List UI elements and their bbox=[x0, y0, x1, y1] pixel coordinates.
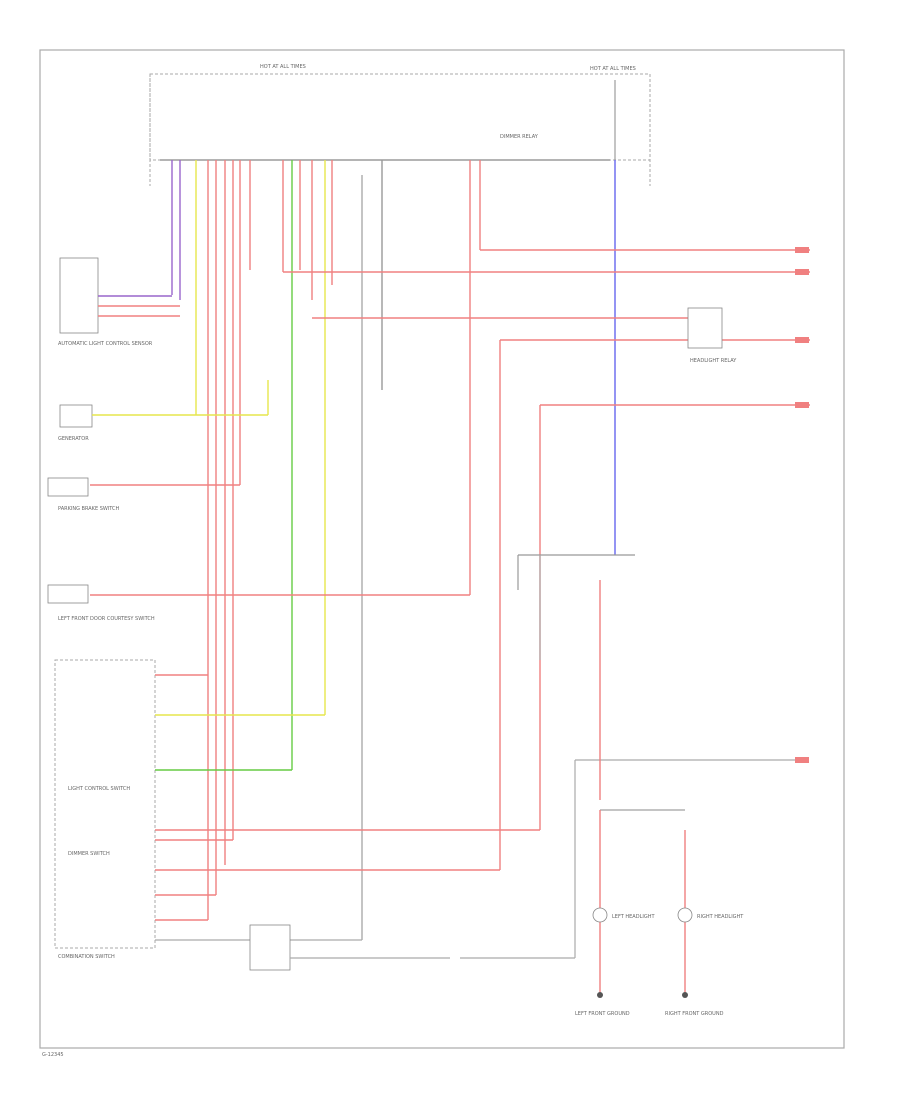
generator: GENERATOR bbox=[58, 380, 269, 442]
diagram-code: G-12345 bbox=[42, 1052, 64, 1058]
parking-brake-switch: PARKING BRAKE SWITCH bbox=[47, 477, 120, 512]
headlights: LEFT HEADLIGHT RIGHT HEADLIGHT LEFT FRON… bbox=[575, 809, 744, 1017]
combination-switch: LIGHT CONTROL SWITCH DIMMER SWITCH COMBI… bbox=[54, 659, 540, 960]
light-control-label: LIGHT CONTROL SWITCH bbox=[68, 786, 130, 792]
left-ground-label: LEFT FRONT GROUND bbox=[575, 1011, 630, 1017]
dimmer-relay-box: HOT AT ALL TIMES DIMMER RELAY HOT AT ALL… bbox=[149, 64, 651, 186]
sensor-module: AUTOMATIC LIGHT CONTROL SENSOR bbox=[58, 257, 180, 347]
generator-label: GENERATOR bbox=[58, 436, 89, 442]
headlight-relay: HEADLIGHT RELAY bbox=[687, 307, 737, 364]
lower-junction bbox=[249, 759, 795, 971]
left-ground-icon bbox=[597, 992, 603, 998]
door-switch-label: LEFT FRONT DOOR COURTESY SWITCH bbox=[58, 616, 155, 622]
parking-brake-label: PARKING BRAKE SWITCH bbox=[58, 506, 120, 512]
diagram-frame bbox=[39, 49, 845, 1049]
harness-wires bbox=[171, 160, 616, 940]
sensor-label: AUTOMATIC LIGHT CONTROL SENSOR bbox=[58, 341, 153, 347]
right-ground-label: RIGHT FRONT GROUND bbox=[665, 1011, 724, 1017]
mid-relay bbox=[517, 554, 635, 800]
dimmer-switch-label: DIMMER SWITCH bbox=[68, 851, 110, 857]
right-headlight-bulb bbox=[677, 907, 693, 923]
right-ground-icon bbox=[682, 992, 688, 998]
door-switch: LEFT FRONT DOOR COURTESY SWITCH bbox=[47, 584, 155, 622]
headlight-relay-label: HEADLIGHT RELAY bbox=[690, 358, 737, 364]
dimmer-relay-label: DIMMER RELAY bbox=[500, 134, 539, 140]
left-headlight-label: LEFT HEADLIGHT bbox=[612, 914, 655, 920]
right-harness bbox=[90, 249, 810, 870]
fuse-right-label: HOT AT ALL TIMES bbox=[590, 66, 636, 72]
right-headlight-label: RIGHT HEADLIGHT bbox=[697, 914, 744, 920]
right-connectors bbox=[795, 247, 809, 763]
combination-switch-label: COMBINATION SWITCH bbox=[58, 954, 115, 960]
relay-header-label: HOT AT ALL TIMES bbox=[260, 64, 306, 70]
left-headlight-bulb bbox=[592, 907, 608, 923]
